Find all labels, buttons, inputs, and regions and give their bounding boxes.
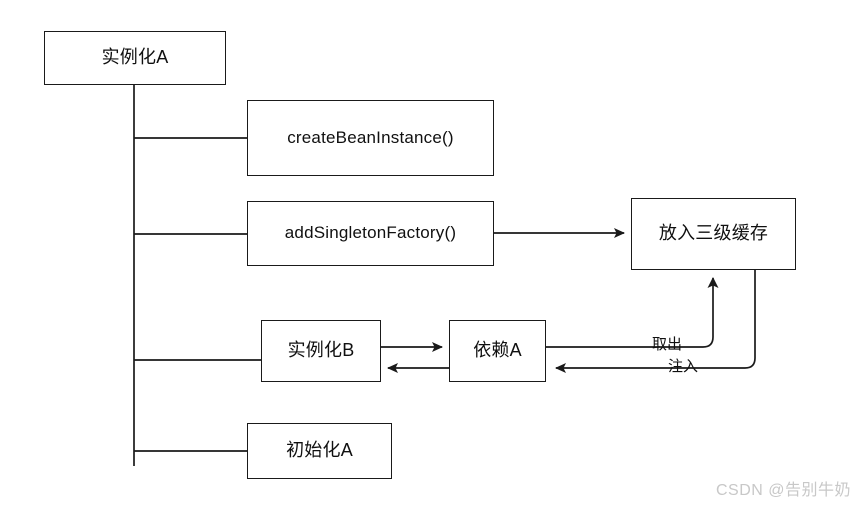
node-depends-a-label: 依赖A — [473, 340, 522, 361]
node-depends-a[interactable]: 依赖A — [449, 320, 546, 382]
node-third-level-cache[interactable]: 放入三级缓存 — [631, 198, 796, 270]
edge-label-take-out: 取出 — [652, 336, 683, 353]
edge-label-inject: 注入 — [668, 358, 699, 375]
node-add-singleton-factory-label: addSingletonFactory() — [284, 223, 457, 243]
node-add-singleton-factory[interactable]: addSingletonFactory() — [247, 201, 494, 266]
node-instantiate-b[interactable]: 实例化B — [261, 320, 381, 382]
node-initialize-a[interactable]: 初始化A — [247, 423, 392, 479]
watermark: CSDN @告别牛奶 — [715, 482, 851, 499]
node-third-level-cache-label: 放入三级缓存 — [658, 223, 769, 244]
node-create-bean-instance[interactable]: createBeanInstance() — [247, 100, 494, 176]
connector-cache-to-depends-a-inject — [555, 270, 756, 373]
connector-depends-a-to-cache-take-out — [546, 277, 719, 348]
node-initialize-a-label: 初始化A — [286, 440, 353, 461]
node-instantiate-b-label: 实例化B — [287, 340, 355, 361]
node-instantiate-a[interactable]: 实例化A — [44, 31, 226, 85]
node-instantiate-a-label: 实例化A — [101, 47, 169, 68]
node-create-bean-instance-label: createBeanInstance() — [287, 127, 454, 147]
